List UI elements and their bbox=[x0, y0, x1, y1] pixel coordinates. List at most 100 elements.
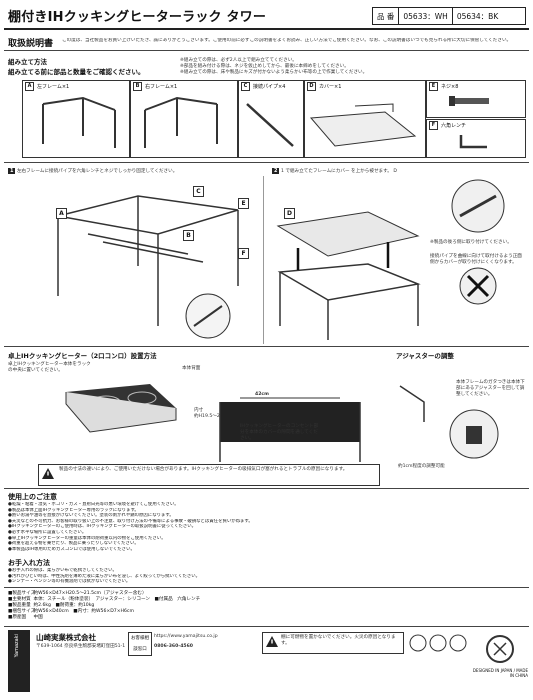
assembly-heading: 組み立て方法 bbox=[8, 58, 47, 66]
step2-detail: ※製品の後ろ側に取り付けてください。 接続パイプを曲線に向けて取付けるよう正面側… bbox=[430, 176, 526, 344]
list-item: ●天災などの不可抗力、お客様の取り扱い上の不注意、取り付け方法の不備等による事故… bbox=[8, 518, 253, 524]
callout-b: B bbox=[183, 230, 194, 241]
spec-row: ■製品サイズ 約W56×D47×H20.5～21.5cm（アジャスター含む） bbox=[8, 591, 147, 596]
detail-closeup bbox=[451, 179, 505, 233]
step2-text: で組み立てたフレームにカバー を上から被せます。 bbox=[285, 169, 392, 174]
rack-back-view bbox=[219, 397, 361, 462]
step1-text: 左右フレームに接続パイプを六角レンチとネジでしっかり固定してください。 bbox=[16, 169, 178, 174]
assembly-note: ※組み立ての際は、床や製品にキズが付かないよう柔らかい布等の上で作業してください… bbox=[180, 70, 368, 75]
spec-row: ■原産国 中国 bbox=[8, 615, 43, 620]
code-black: 05634：BK bbox=[451, 8, 502, 24]
list-item: ●汚れがひどい時は、中性洗剤を薄めた液に柔らかい布を浸し、よく絞ってから拭いてく… bbox=[8, 573, 201, 579]
frame-right-drawing bbox=[144, 96, 218, 148]
ih-setting-note: 卓上IHクッキングヒーター本体をラックの中央に置いてください。 bbox=[8, 362, 91, 373]
frame-left-drawing bbox=[42, 96, 116, 148]
caution-heading: 使用上のご注意 bbox=[8, 493, 57, 501]
brand-logo: Yamazaki bbox=[14, 634, 20, 658]
fire-warning-box: 棚に可燃物を置かないでください。火災の原因となります。 bbox=[262, 632, 404, 654]
brand-bar: Yamazaki bbox=[8, 630, 30, 692]
cover-assembly-drawing bbox=[276, 211, 421, 340]
divider bbox=[4, 346, 529, 347]
adjuster-icon bbox=[399, 385, 499, 459]
company-name: 山崎実業株式会社 bbox=[36, 633, 96, 642]
part-letter: F bbox=[429, 121, 438, 130]
part-name: 六角レンチ bbox=[441, 123, 467, 129]
step2-illustration bbox=[268, 176, 428, 344]
ih-cooktop-icon bbox=[65, 384, 177, 433]
ih-warning-text: 製品の寸法の違いにより、ご使用いただけない場合があります。IHクッキングヒーター… bbox=[59, 467, 348, 472]
step2-line: 2 1 で組み立てたフレームにカバー を上から被せます。 D bbox=[272, 168, 397, 175]
callout-d: D bbox=[284, 208, 295, 219]
callout-e: E bbox=[238, 198, 249, 209]
caution-list: ●乾燥・粘着・湿気・ホコリ・ガス・直射日光等の悪い環境を避けてご使用ください。 … bbox=[8, 502, 526, 552]
callout-a: A bbox=[56, 208, 67, 219]
divider bbox=[4, 626, 529, 627]
adjuster-drawing bbox=[394, 362, 526, 462]
inquiry-label: お客様相談窓口 bbox=[128, 632, 152, 656]
spec-table: ■製品サイズ 約W56×D47×H20.5～21.5cm（アジャスター含む） ■… bbox=[8, 590, 526, 620]
list-item: ●シンナー・ベンジン等の有機溶剤では拭かないでください。 bbox=[8, 579, 131, 585]
ih-heater-drawing bbox=[60, 378, 180, 448]
cord-note: IHクッキングヒーターのコンセント部分を本体のカバーの隙間を通してください。 bbox=[240, 424, 319, 441]
step2-part: D bbox=[393, 169, 397, 174]
assembly-subheading: 組み立てる前に部品と数量をご確認ください。 bbox=[8, 68, 145, 76]
list-item: ●製品は本体上面IHクッキングヒーター専用のラックになります。 bbox=[8, 507, 139, 513]
list-item: ●お手入れの際は、柔らかい布で乾拭きしてください。 bbox=[8, 568, 117, 573]
step-number: 2 bbox=[272, 168, 280, 174]
width-dim: 42cm bbox=[255, 392, 269, 397]
care-list: ●お手入れの際は、柔らかい布で乾拭きしてください。 ●汚れがひどい時は、中性洗剤… bbox=[8, 568, 526, 585]
inner-label: 内寸 bbox=[194, 408, 204, 413]
assembly-note: ※部品を組み付ける際は、ネジを仮止めしてから、最後に本締めをしてください。 bbox=[180, 64, 349, 69]
part-name: 右フレーム×1 bbox=[145, 84, 178, 90]
part-letter: C bbox=[241, 82, 250, 91]
part-name: ネジ×8 bbox=[441, 84, 459, 90]
cover-drawing bbox=[309, 103, 417, 147]
manual-note: この度は、当社製品をお買い上げいただき、誠にありがとうございます。ご使用の前に必… bbox=[62, 38, 512, 43]
product-title: 棚付きIHクッキングヒーターラック タワー bbox=[8, 10, 267, 25]
brand-mark-icon bbox=[486, 635, 514, 663]
divider bbox=[4, 162, 529, 163]
company-address: 〒639-1064 奈良県生駒郡安堵町窪田51-1 bbox=[36, 644, 126, 649]
hex-wrench-icon bbox=[459, 135, 487, 149]
list-item: ●本製品はIH専用のためガスコンロでは使用しないでください。 bbox=[8, 546, 135, 552]
website-link[interactable]: https://www.yamajitsu.co.jp bbox=[154, 634, 218, 639]
step-number: 1 bbox=[8, 168, 16, 174]
list-item: ●卓上IHクッキングヒーターの重量は本体の耐荷重以内の物をご使用ください。 bbox=[8, 535, 166, 541]
warning-icon bbox=[266, 636, 278, 647]
adjuster-heading: アジャスターの調整 bbox=[396, 352, 454, 360]
step2-ref: 1 bbox=[280, 169, 284, 174]
made-in: DESIGNED IN JAPAN / MADE IN CHINA bbox=[472, 668, 528, 678]
spec-row: ■主要材質 本体：スチール（粉体塗装） アジャスター：シリコーン ■付属品 六角… bbox=[8, 597, 201, 602]
list-item: ●乾燥・粘着・湿気・ホコリ・ガス・直射日光等の悪い環境を避けてご使用ください。 bbox=[8, 502, 179, 507]
adjuster-note: 本体フレームのガタつきは本体下部にあるアジャスターを回して調整してください。 bbox=[456, 380, 525, 397]
code-white: 05633：WH bbox=[403, 11, 448, 21]
step1-illustration bbox=[8, 176, 264, 344]
spec-row: ■梱包サイズ 約W56×D40cm ■内寸：約W56×D7×H6cm bbox=[8, 609, 134, 614]
divider bbox=[4, 587, 529, 588]
list-item: ●IHクッキングヒーターのご使用時は、IHクッキングヒーターの取扱説明書に従って… bbox=[8, 524, 197, 530]
part-name: 接続パイプ×4 bbox=[253, 84, 286, 90]
part-letter: A bbox=[25, 82, 34, 91]
callout-f: F bbox=[238, 248, 249, 259]
ih-heading: 卓上IHクッキングヒーター（2口コンロ）設置方法 bbox=[8, 352, 157, 360]
fire-warning-text: 棚に可燃物を置かないでください。火災の原因となります。 bbox=[281, 635, 396, 646]
part-name: カバー×1 bbox=[319, 84, 342, 90]
divider bbox=[4, 50, 529, 51]
wrong-method-closeup bbox=[459, 267, 497, 305]
step1-line: 1 左右フレームに接続パイプを六角レンチとネジでしっかり固定してください。 bbox=[8, 168, 177, 175]
ih-warning-box: 製品の寸法の違いにより、ご使用いただけない場合があります。IHクッキングヒーター… bbox=[38, 464, 380, 486]
warning-icon bbox=[42, 468, 54, 479]
assembly-note: ※組み立ての際は、必ず2人以上で組み立ててください。 bbox=[180, 58, 297, 63]
header-divider bbox=[4, 28, 529, 30]
part-name: 左フレーム×1 bbox=[37, 84, 70, 90]
part-letter: D bbox=[307, 82, 316, 91]
care-heading: お手入れ方法 bbox=[8, 559, 50, 567]
product-code-box: 品 番 05633：WH 05634：BK bbox=[372, 7, 526, 25]
list-item: ●荷重を超える物を乗せたり、製品に乗ったりしないでください。 bbox=[8, 541, 139, 547]
